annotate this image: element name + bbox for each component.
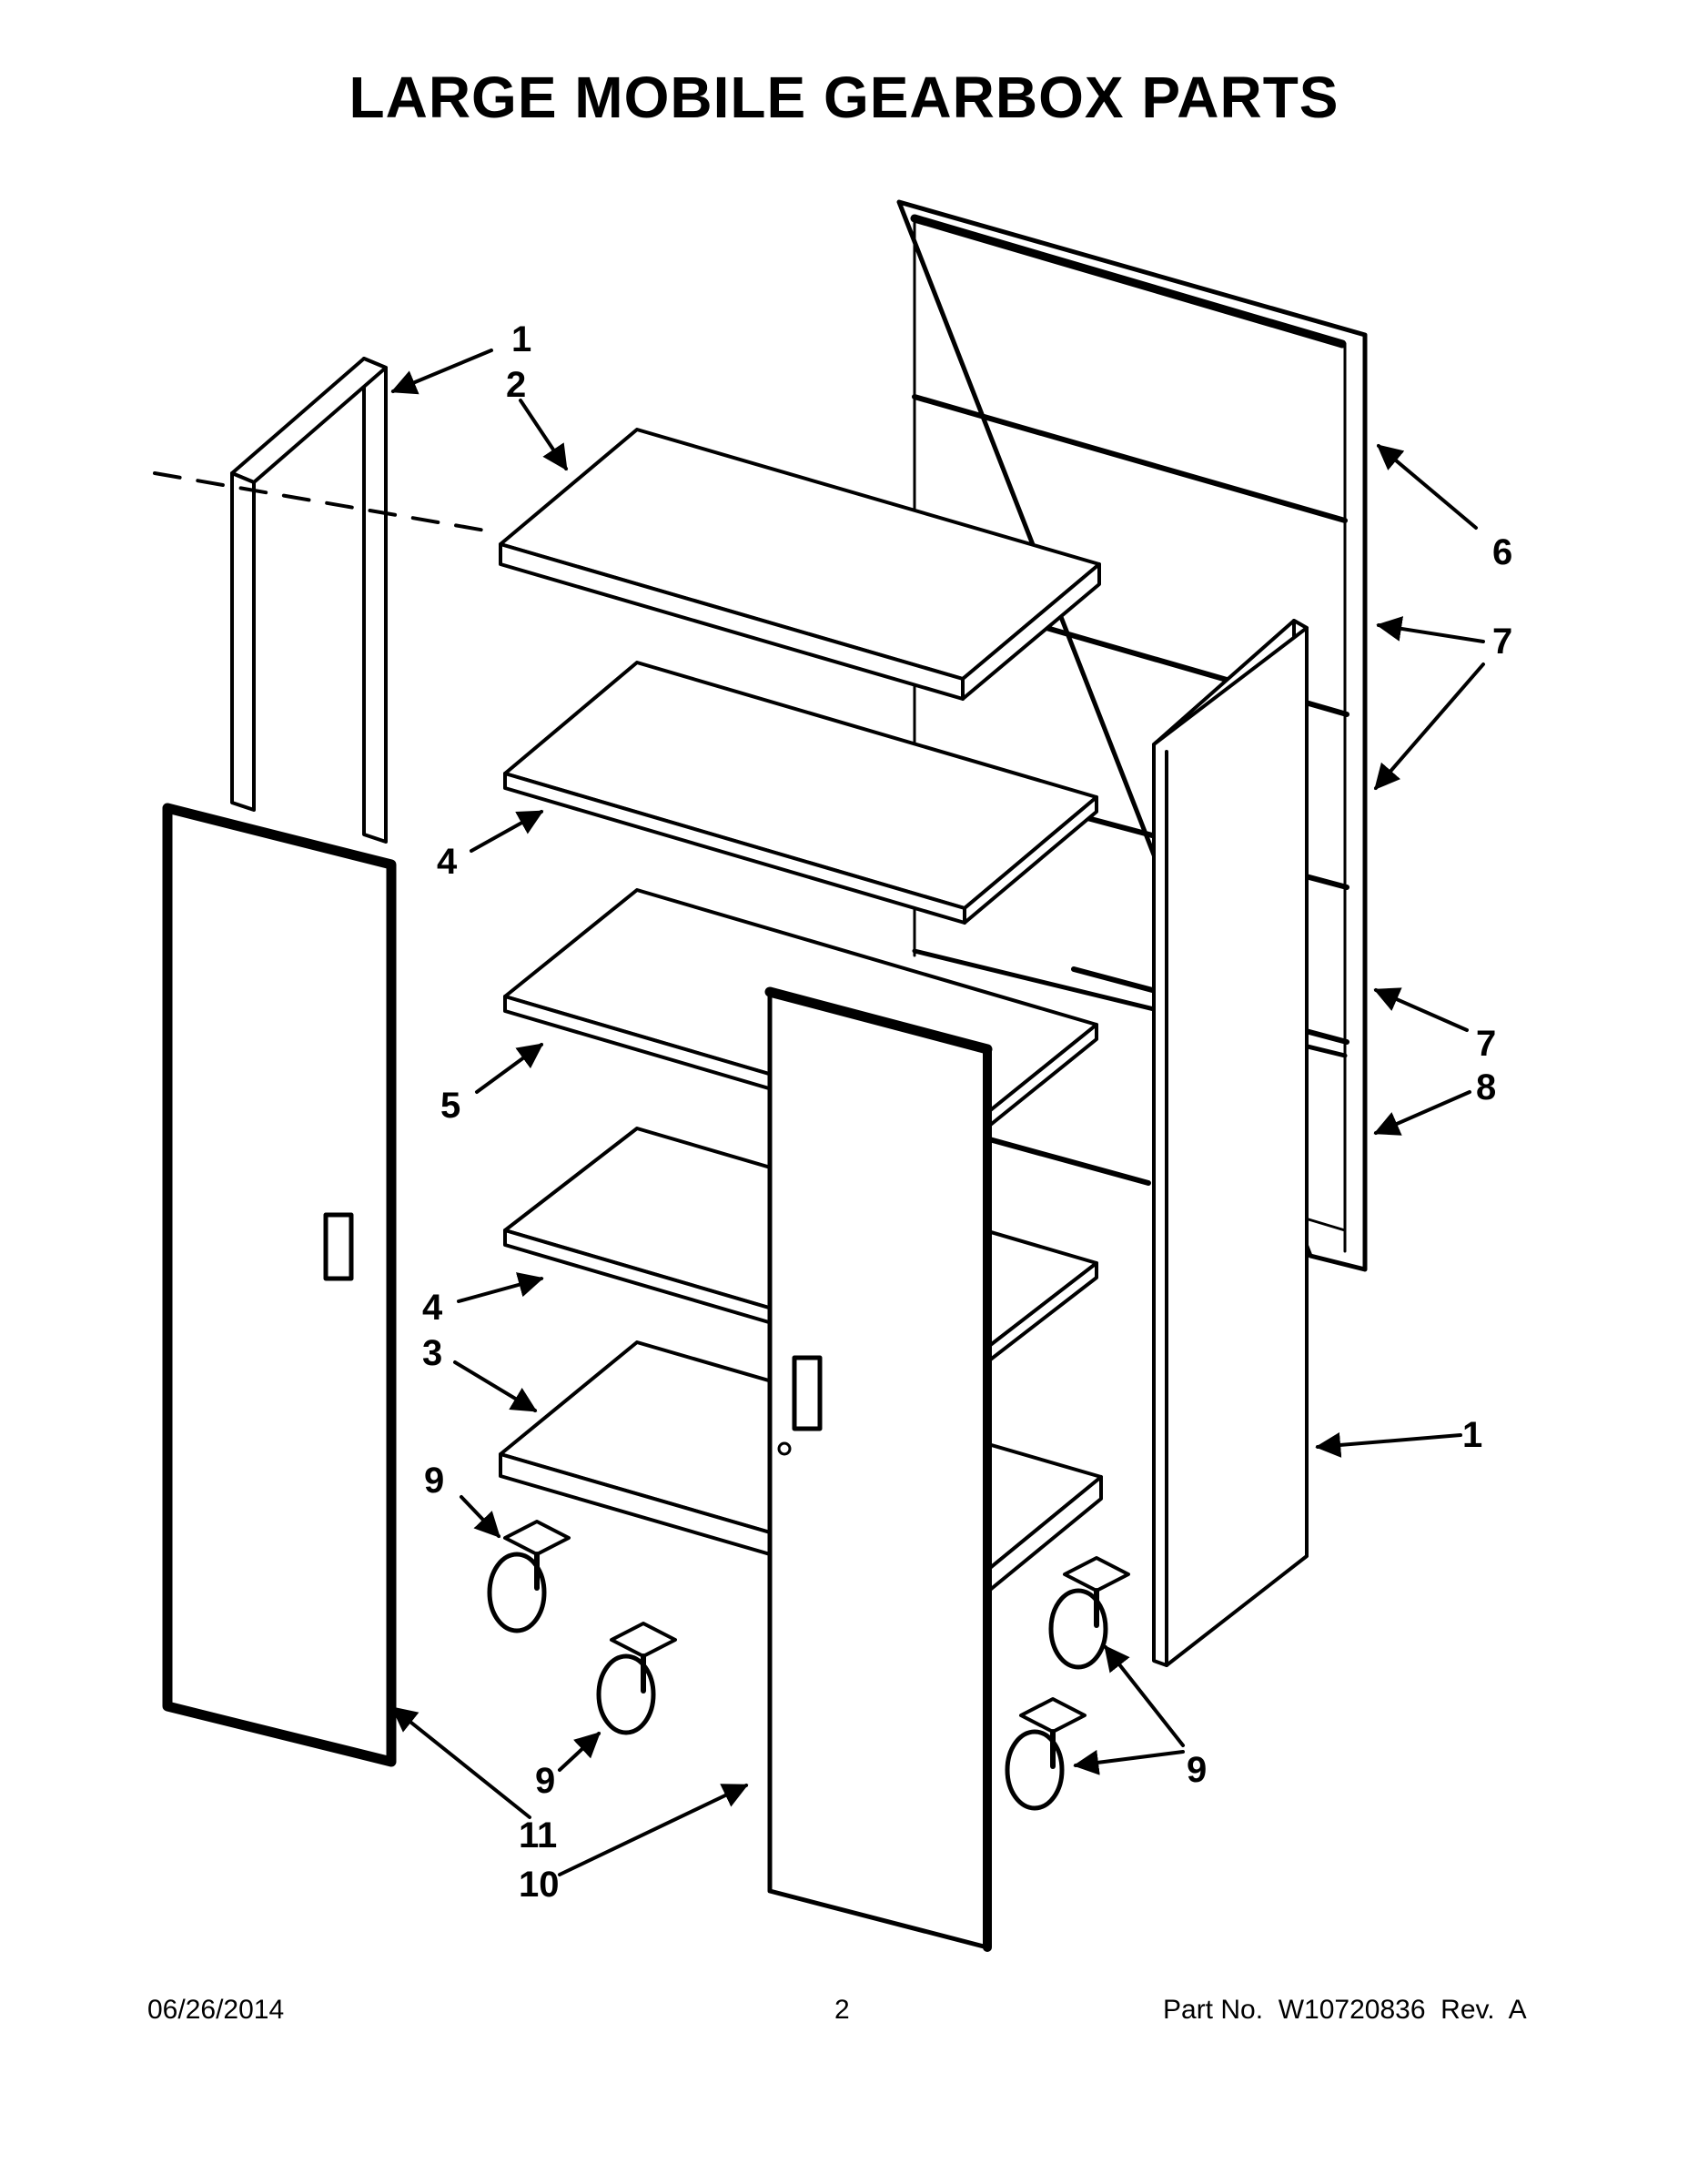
callout-7-mid: 7 — [1476, 1024, 1496, 1064]
caster-right-front — [1005, 1697, 1087, 1811]
footer-part-number: Part No. W10720836 Rev. A — [1163, 1995, 1527, 2025]
callout-3: 3 — [422, 1333, 442, 1373]
callout-9-right: 9 — [1187, 1750, 1207, 1790]
page-title: LARGE MOBILE GEARBOX PARTS — [349, 65, 1339, 130]
shelf-second — [503, 661, 1098, 925]
callout-labels: 1 2 6 7 4 5 7 8 4 3 9 1 9 9 11 10 — [422, 319, 1512, 1905]
callout-9-left: 9 — [424, 1461, 444, 1501]
caster-left — [487, 1520, 571, 1633]
callout-1-right: 1 — [1462, 1415, 1482, 1455]
callout-10: 10 — [519, 1865, 560, 1905]
left-side-panel — [153, 357, 498, 844]
right-side-panel — [1152, 619, 1309, 1667]
callout-4-top: 4 — [437, 842, 458, 882]
callout-7-top: 7 — [1492, 622, 1512, 662]
callout-4-bottom: 4 — [422, 1288, 443, 1328]
caster-front — [596, 1622, 677, 1735]
footer-date: 06/26/2014 — [147, 1995, 285, 2025]
leader-arrows — [390, 349, 1485, 1876]
shelf-top — [499, 428, 1101, 701]
right-door — [764, 986, 993, 1952]
callout-8: 8 — [1476, 1067, 1496, 1107]
callout-9-front: 9 — [535, 1761, 555, 1801]
footer-page-number: 2 — [834, 1995, 850, 2025]
caster-right-back — [1048, 1556, 1130, 1670]
callout-2: 2 — [506, 365, 526, 405]
callout-11: 11 — [519, 1815, 557, 1855]
callout-5: 5 — [440, 1086, 460, 1126]
left-door — [162, 803, 397, 1767]
callout-1-top: 1 — [511, 319, 531, 359]
callout-6: 6 — [1492, 532, 1512, 572]
